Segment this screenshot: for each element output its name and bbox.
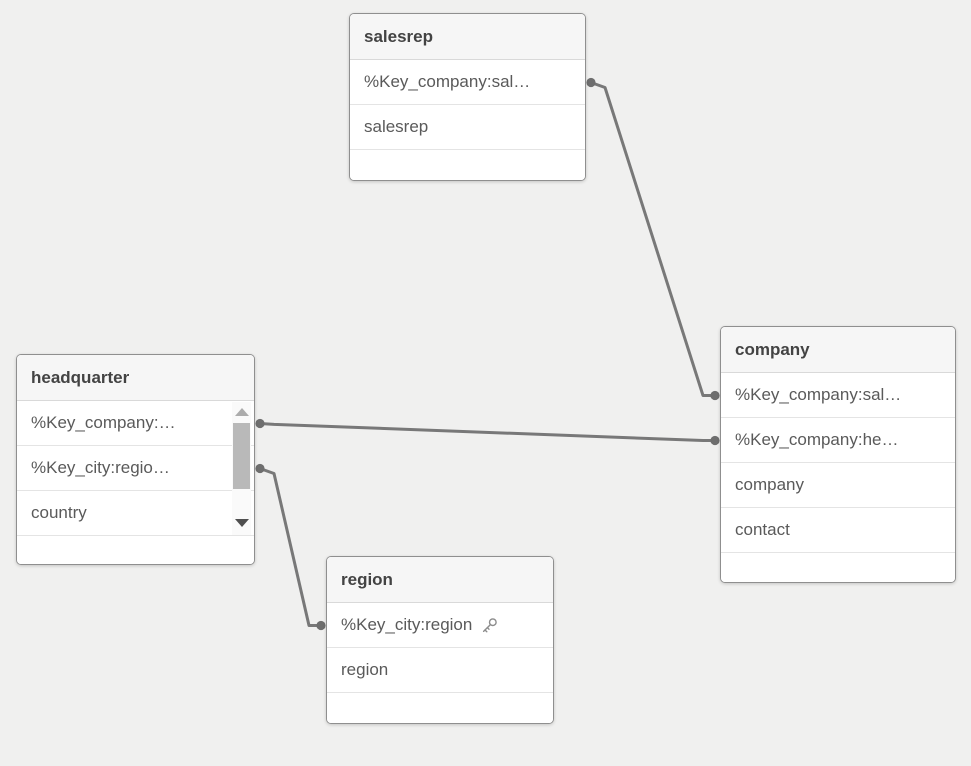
field-row[interactable]: contact: [721, 508, 955, 553]
field-row[interactable]: %Key_company:he…: [721, 418, 955, 463]
association-line-headquarter-company: [259, 422, 715, 442]
association-line-headquarter-region: [259, 467, 321, 627]
table-title: company: [735, 340, 810, 359]
scroll-up-icon[interactable]: [234, 408, 249, 416]
field-name: company: [735, 475, 804, 494]
field-name: region: [341, 660, 389, 679]
table-title: headquarter: [31, 368, 130, 387]
scroll-down-icon[interactable]: [234, 519, 249, 527]
table-title: region: [341, 570, 393, 589]
field-name: contact: [735, 520, 790, 539]
table-headquarter[interactable]: headquarter %Key_company:… %Key_city:reg…: [16, 354, 255, 565]
field-row[interactable]: region: [327, 648, 553, 693]
field-name: %Key_company:he…: [735, 430, 899, 449]
connector-dot: [255, 418, 265, 429]
fields-scrollbar[interactable]: [232, 402, 251, 535]
table-header-region[interactable]: region: [327, 557, 553, 603]
field-row[interactable]: salesrep: [350, 105, 585, 150]
table-salesrep[interactable]: salesrep %Key_company:sal… salesrep: [349, 13, 586, 181]
connector-dot: [316, 620, 326, 631]
connector-dot: [586, 77, 596, 88]
field-row[interactable]: %Key_company:sal…: [721, 373, 955, 418]
field-name: %Key_company:sal…: [364, 72, 531, 91]
field-name: %Key_city:region: [341, 615, 473, 634]
table-footer-row: [327, 693, 553, 723]
field-name: salesrep: [364, 117, 429, 136]
connector-dot: [255, 463, 265, 474]
table-region[interactable]: region %Key_city:region region: [326, 556, 554, 724]
field-row[interactable]: %Key_city:regio…: [17, 446, 254, 491]
key-icon: [480, 616, 499, 635]
connector-dot: [710, 390, 720, 401]
field-name: %Key_city:regio…: [31, 458, 170, 477]
field-name: %Key_company:…: [31, 413, 176, 432]
association-line-salesrep-company: [590, 81, 715, 397]
field-row[interactable]: company: [721, 463, 955, 508]
field-row[interactable]: country: [17, 491, 254, 536]
field-row[interactable]: %Key_city:region: [327, 603, 553, 648]
field-name: country: [31, 503, 87, 522]
table-footer-row: [350, 150, 585, 180]
field-row[interactable]: %Key_company:sal…: [350, 60, 585, 105]
table-header-salesrep[interactable]: salesrep: [350, 14, 585, 60]
field-row[interactable]: %Key_company:…: [17, 401, 254, 446]
table-footer-row: [17, 536, 254, 564]
table-title: salesrep: [364, 27, 433, 46]
connector-dot: [710, 435, 720, 446]
field-name: %Key_company:sal…: [735, 385, 902, 404]
scrollbar-thumb[interactable]: [233, 423, 250, 489]
table-header-headquarter[interactable]: headquarter: [17, 355, 254, 401]
table-company[interactable]: company %Key_company:sal… %Key_company:h…: [720, 326, 956, 583]
table-header-company[interactable]: company: [721, 327, 955, 373]
table-footer-row: [721, 553, 955, 582]
